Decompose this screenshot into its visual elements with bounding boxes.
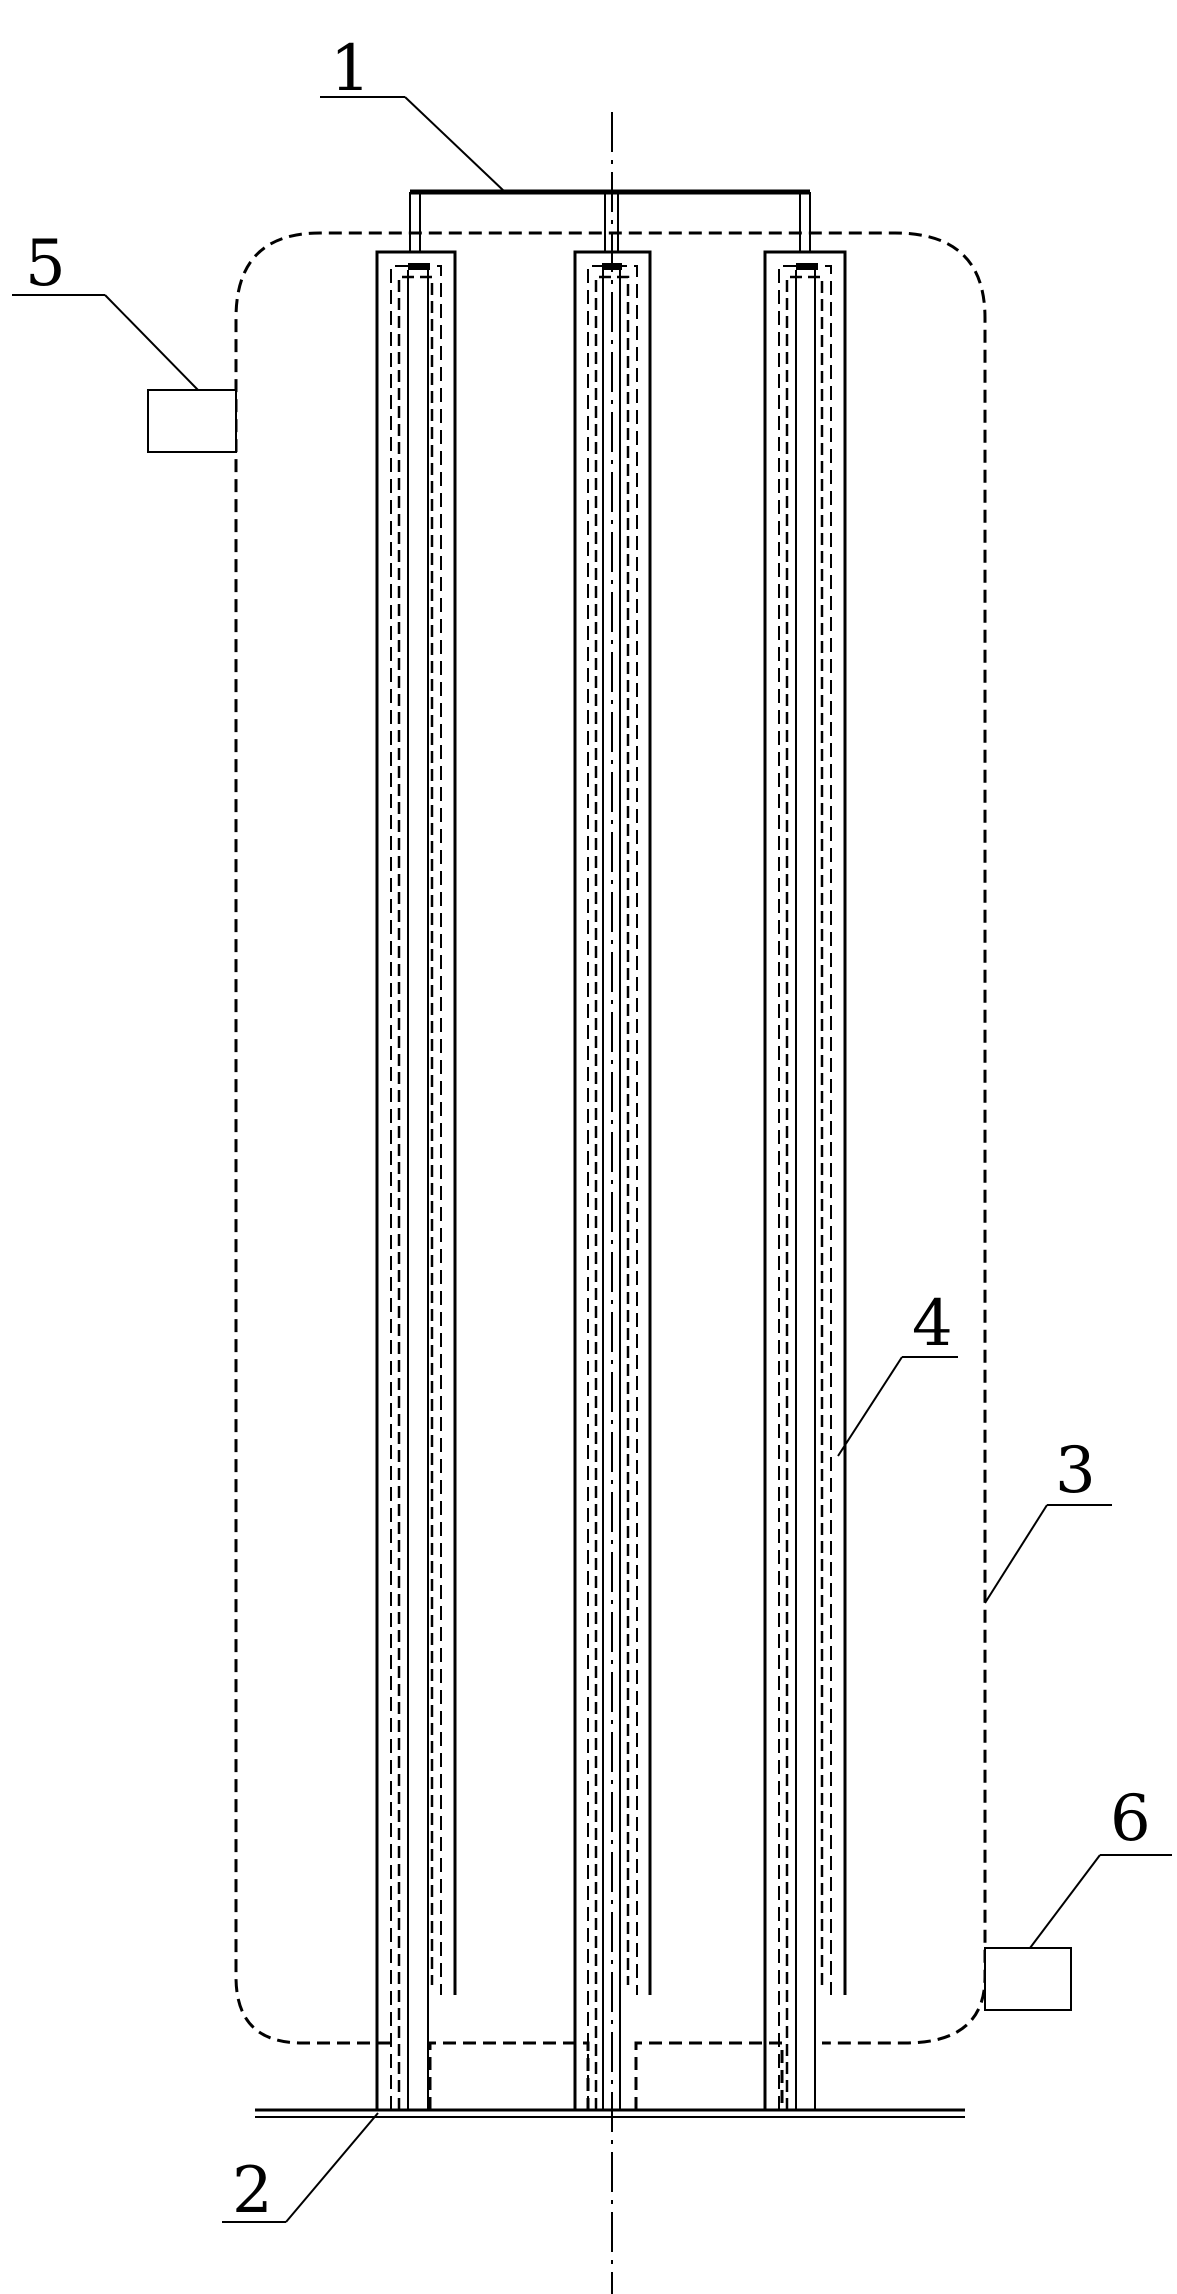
leader-5 <box>12 294 199 391</box>
label-1: 1 <box>330 32 371 106</box>
label-4: 4 <box>912 1287 953 1361</box>
leader-1 <box>320 96 506 193</box>
leader-4 <box>837 1356 958 1457</box>
bottom-connector <box>428 2041 784 2110</box>
leader-3 <box>984 1504 1112 1604</box>
label-6: 6 <box>1110 1782 1151 1856</box>
label-5: 5 <box>25 227 66 301</box>
label-2: 2 <box>232 2154 273 2228</box>
tube-assembly-center <box>573 250 652 2110</box>
outlet-port <box>984 1947 1072 2011</box>
leader-6 <box>1029 1854 1172 1949</box>
label-3: 3 <box>1055 1434 1096 1508</box>
tube-assembly-left <box>375 250 457 2110</box>
leader-2 <box>222 2112 379 2223</box>
tube-assembly-right <box>763 250 847 2110</box>
inlet-port <box>147 389 237 453</box>
top-header-pipe <box>409 189 811 252</box>
vessel-shell <box>234 231 987 2045</box>
